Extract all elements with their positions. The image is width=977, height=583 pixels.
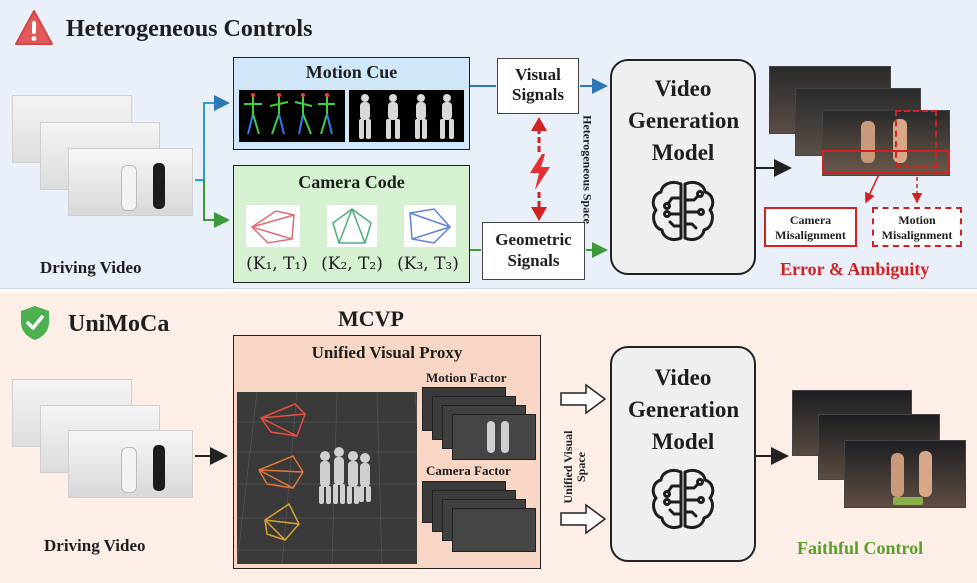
bottom-model-label: Video Generation Model	[628, 365, 740, 454]
camera-frustum-green-icon	[327, 205, 377, 247]
camera-frustum-blue-icon	[404, 205, 456, 247]
person-black	[153, 445, 165, 491]
person-white	[121, 165, 137, 211]
camera-frustum-pink-icon	[246, 205, 300, 247]
bottom-title: UniMoCa	[68, 311, 170, 337]
top-model-box	[610, 59, 756, 275]
bottom-connectors	[195, 383, 789, 535]
top-connectors	[195, 78, 923, 258]
camera-frustum-yellow-icon	[264, 502, 300, 541]
factor-frame	[452, 414, 536, 460]
proxy-scene	[237, 392, 417, 564]
mcvp-title: MCVP	[338, 306, 404, 331]
camera-misalignment-box: Camera Misalignment	[764, 207, 857, 247]
brain-circuit-icon	[651, 468, 715, 530]
bottom-model-box	[610, 346, 756, 562]
video-frame	[68, 430, 193, 498]
camera-frustum-red-icon	[259, 403, 306, 437]
camera-code-title: Camera Code	[298, 172, 405, 192]
fighter-right	[919, 451, 932, 497]
camera-error-region	[822, 150, 950, 174]
top-title: Heterogeneous Controls	[66, 16, 313, 42]
camera-frustum-orange-icon	[257, 455, 304, 489]
motion-misalignment-box: Motion Misalignment	[872, 207, 962, 247]
mesh-figure	[501, 421, 509, 453]
mesh-figure	[487, 421, 495, 453]
factor-frame	[452, 508, 536, 552]
hollow-arrow-top	[560, 383, 607, 415]
ring-logo	[893, 497, 923, 505]
lightning-icon	[530, 154, 550, 190]
hollow-arrow-bottom	[560, 503, 607, 535]
skeleton-strip	[239, 90, 345, 142]
person-white	[121, 447, 137, 493]
camera-param-3: (K₃, T₃)	[397, 254, 459, 274]
warning-triangle-icon	[15, 10, 53, 45]
mesh-strip	[349, 90, 464, 142]
proxy-title: Unified Visual Proxy	[311, 343, 463, 362]
top-driving-video-label: Driving Video	[40, 258, 142, 277]
output-frame	[844, 440, 966, 508]
person-black	[153, 163, 165, 209]
error-ambiguity-label: Error & Ambiguity	[780, 259, 930, 279]
brain-circuit-icon	[651, 180, 715, 242]
fighter-left	[891, 453, 904, 497]
camera-factor-label: Camera Factor	[426, 463, 511, 478]
visual-signals-box: Visual Signals	[497, 58, 579, 114]
bottom-driving-video-label: Driving Video	[44, 536, 146, 555]
motion-cue-title: Motion Cue	[305, 62, 398, 82]
faithful-control-label: Faithful Control	[797, 538, 924, 558]
camera-param-2: (K₂, T₂)	[321, 254, 383, 274]
video-frame	[68, 148, 193, 216]
motion-error-region	[895, 110, 937, 168]
visual-signals-label: Visual Signals	[512, 65, 564, 104]
fighter-left	[861, 121, 875, 163]
motion-misalignment-label: Motion Misalignment	[881, 213, 953, 242]
geometric-signals-box: Geometric Signals	[482, 222, 585, 280]
geometric-signals-label: Geometric Signals	[495, 230, 572, 270]
camera-misalignment-label: Camera Misalignment	[775, 213, 846, 242]
motion-factor-label: Motion Factor	[426, 370, 507, 385]
mesh-crowd	[319, 447, 371, 504]
shield-check-icon	[21, 306, 49, 340]
camera-param-1: (K₁, T₁)	[246, 254, 308, 274]
top-model-label: Video Generation Model	[628, 76, 740, 165]
